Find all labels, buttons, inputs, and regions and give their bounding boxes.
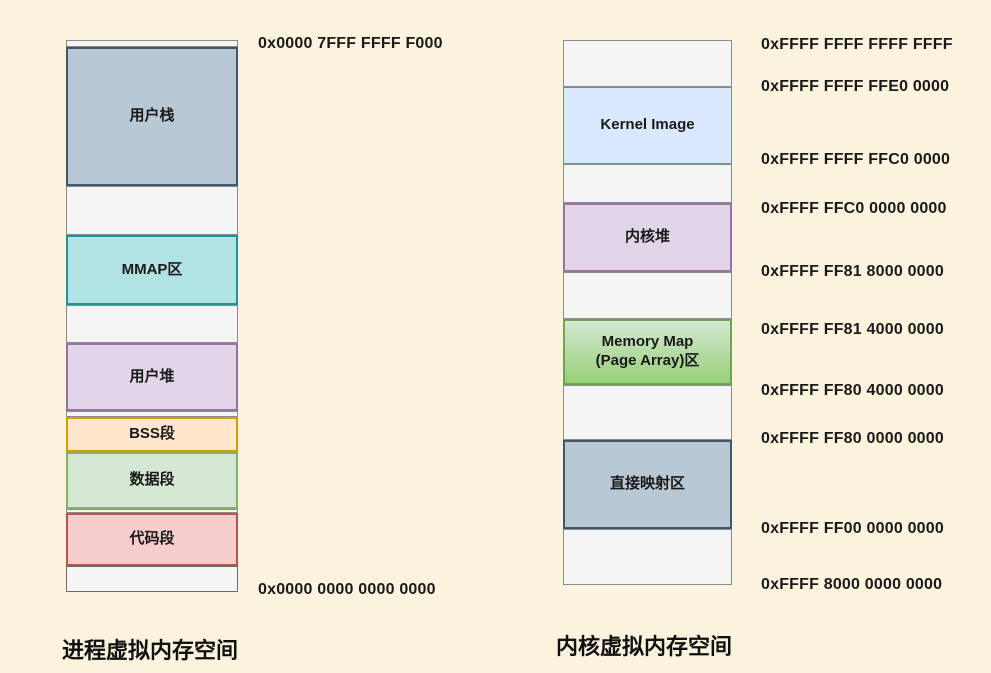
segment-thin-gap xyxy=(66,411,238,417)
process-top-address: 0x0000 7FFF FFFF F000 xyxy=(258,35,443,52)
segment-kernel-image-label: Kernel Image xyxy=(600,116,695,134)
segment-user-heap-label: 用户堆 xyxy=(129,367,175,385)
segment-bottom-empty xyxy=(66,566,238,592)
segment-user-stack-label: 用户栈 xyxy=(129,107,175,125)
kernel-address: 0xFFFF FF81 4000 0000 xyxy=(761,321,944,338)
segment-empty-gap xyxy=(563,164,732,203)
segment-empty-gap xyxy=(66,305,238,343)
segment-bss: BSS段 xyxy=(66,417,238,452)
segment-mmap: MMAP区 xyxy=(66,235,238,305)
process-memory-column: 用户栈 MMAP区 用户堆 BSS段 数据段 代码段 xyxy=(66,40,238,592)
segment-kernel-heap: 内核堆 xyxy=(563,203,732,272)
kernel-address: 0xFFFF FF81 8000 0000 xyxy=(761,263,944,280)
segment-kernel-image: Kernel Image xyxy=(563,87,732,164)
segment-bottom-empty xyxy=(563,529,732,585)
kernel-address: 0xFFFF FF00 0000 0000 xyxy=(761,520,944,537)
segment-data: 数据段 xyxy=(66,452,238,509)
process-bottom-address: 0x0000 0000 0000 0000 xyxy=(258,581,436,598)
segment-thin-gap xyxy=(66,509,238,513)
segment-user-heap: 用户堆 xyxy=(66,343,238,411)
kernel-address: 0xFFFF FF80 4000 0000 xyxy=(761,382,944,399)
segment-direct-map-label: 直接映射区 xyxy=(609,475,685,493)
segment-memory-map: Memory Map (Page Array)区 xyxy=(563,319,732,385)
segment-user-stack: 用户栈 xyxy=(66,47,238,186)
kernel-address: 0xFFFF FF80 0000 0000 xyxy=(761,430,944,447)
kernel-memory-column: Kernel Image 内核堆 Memory Map (Page Array)… xyxy=(563,40,732,585)
segment-top-sliver xyxy=(66,40,238,47)
kernel-address: 0xFFFF 8000 0000 0000 xyxy=(761,576,943,593)
kernel-space-title: 内核虚拟内存空间 xyxy=(556,634,733,659)
segment-bss-label: BSS段 xyxy=(129,425,175,443)
kernel-address: 0xFFFF FFFF FFFF FFFF xyxy=(761,36,953,53)
segment-empty-gap xyxy=(563,40,732,87)
segment-mmap-label: MMAP区 xyxy=(121,260,183,278)
kernel-address: 0xFFFF FFC0 0000 0000 xyxy=(761,200,947,217)
segment-empty-gap xyxy=(66,186,238,235)
segment-empty-gap xyxy=(563,272,732,319)
process-space-title: 进程虚拟内存空间 xyxy=(62,638,239,663)
segment-kernel-heap-label: 内核堆 xyxy=(624,228,670,246)
segment-code-label: 代码段 xyxy=(129,530,175,548)
segment-data-label: 数据段 xyxy=(129,471,175,489)
kernel-address: 0xFFFF FFFF FFE0 0000 xyxy=(761,78,950,95)
segment-code: 代码段 xyxy=(66,513,238,566)
segment-direct-map: 直接映射区 xyxy=(563,440,732,529)
segment-empty-gap xyxy=(563,385,732,440)
segment-memory-map-label: Memory Map (Page Array)区 xyxy=(595,333,700,369)
kernel-address: 0xFFFF FFFF FFC0 0000 xyxy=(761,151,951,168)
